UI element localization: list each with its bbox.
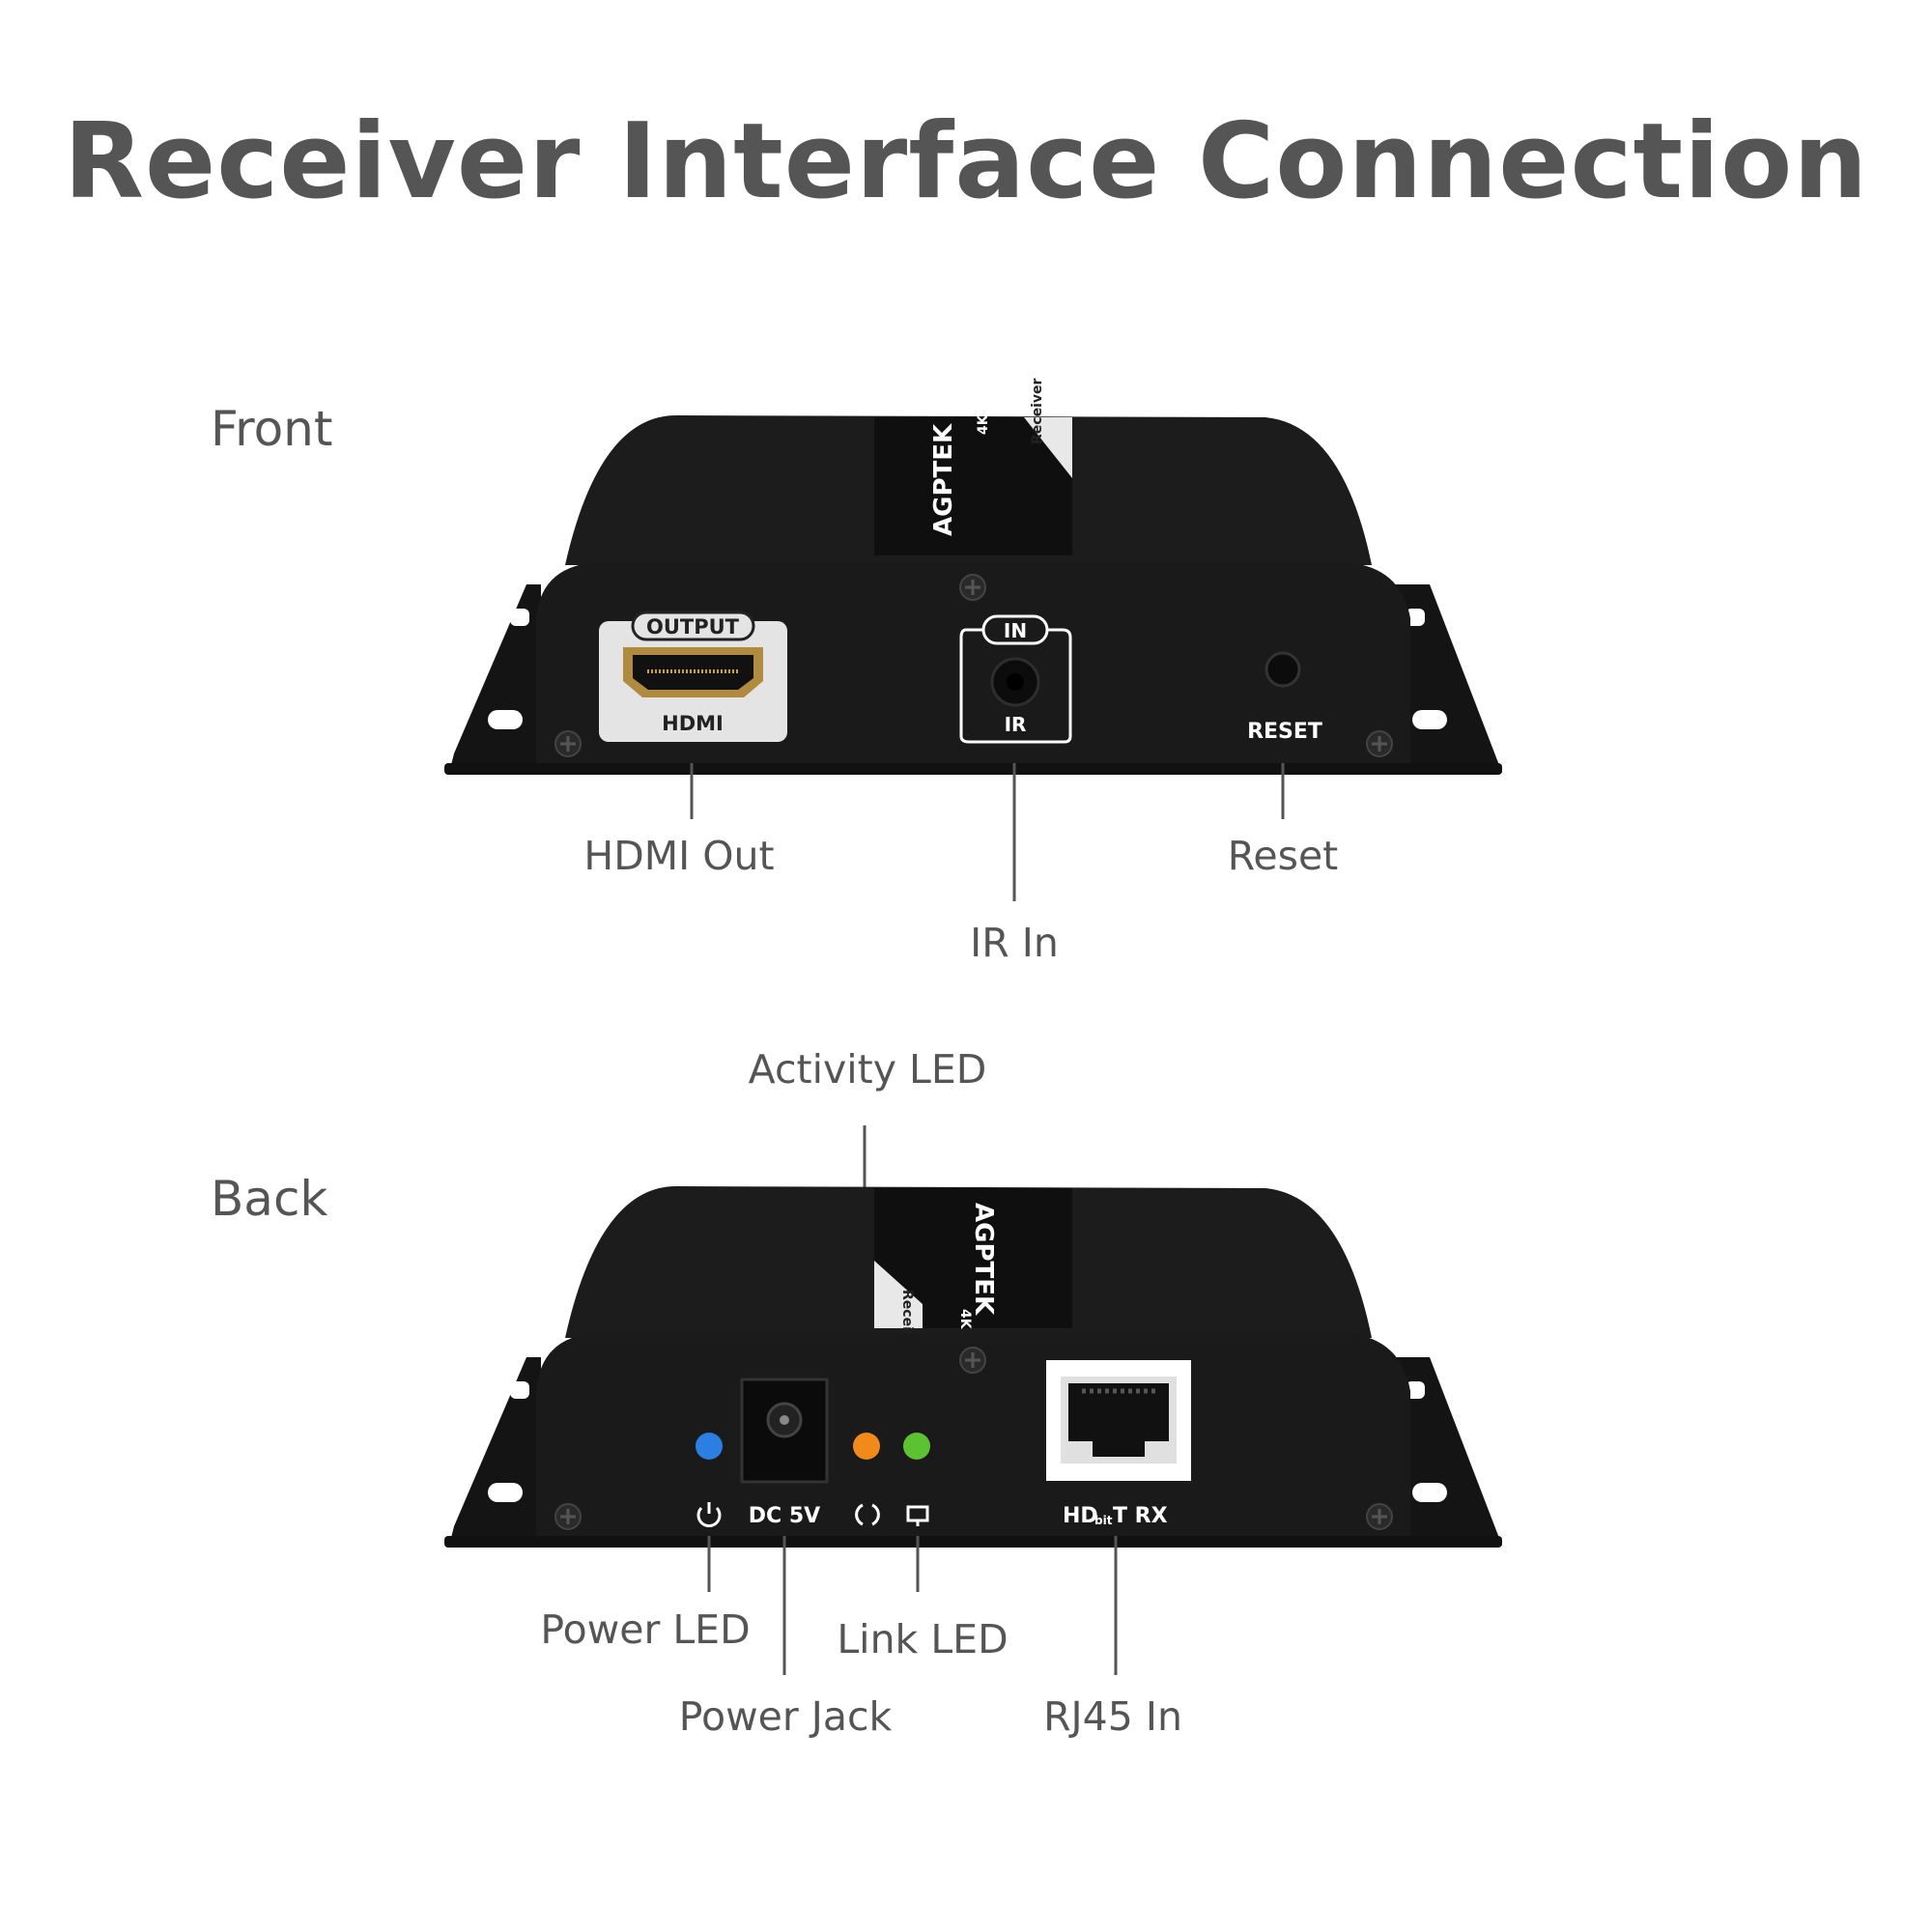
front-section-label: Front [211, 401, 333, 457]
link-led-icon [903, 1433, 930, 1460]
back-right-flange-hole-icon [1412, 1483, 1447, 1502]
front-left-flange-hole-icon [488, 710, 523, 729]
ir-port-icon [959, 614, 1072, 744]
callout-rj45-in: RJ45 In [1043, 1693, 1182, 1740]
screw-icon [1366, 1503, 1393, 1530]
dc-tag: DC 5V [749, 1504, 820, 1528]
back-device: AGPTEK Receiver 4K DC 5V HD bit T RX [444, 1125, 1502, 1675]
sync-icon [855, 1503, 880, 1526]
callout-hdmi-out: HDMI Out [583, 833, 775, 879]
rj45-port-icon [1046, 1360, 1191, 1481]
in-tag: IN [1004, 619, 1027, 642]
network-icon [906, 1505, 929, 1526]
ir-tag: IR [1005, 713, 1027, 736]
power-icon [696, 1502, 722, 1527]
callout-power-jack: Power Jack [678, 1693, 893, 1740]
callout-reset: Reset [1227, 833, 1339, 879]
hdbit-prefix: HD [1063, 1504, 1098, 1528]
front-top-text: Receiver [1030, 379, 1045, 444]
callout-activity-led: Activity LED [748, 1046, 987, 1093]
screw-icon [959, 574, 986, 601]
screw-icon [1366, 730, 1393, 757]
power-jack-icon [740, 1378, 829, 1484]
callout-ir-in: IR In [970, 920, 1059, 966]
back-left-flange-hole-icon [488, 1483, 523, 1502]
front-top-text-2: 4K [976, 413, 991, 435]
activity-led-icon [853, 1433, 880, 1460]
hdbit-sub: bit [1094, 1514, 1113, 1527]
front-device: AGPTEK Receiver 4K OUTPUT HDMI IN IR RES… [444, 379, 1502, 901]
back-top-text-2: 4K [957, 1309, 973, 1330]
page-title: Receiver Interface Connection [63, 101, 1869, 222]
front-right-flange-hole-icon [1412, 710, 1447, 729]
back-logo: AGPTEK [969, 1203, 998, 1316]
callout-power-led: Power LED [540, 1606, 751, 1653]
hdbit-suffix: T RX [1113, 1504, 1168, 1528]
power-led-icon [696, 1433, 723, 1460]
front-top-label [874, 417, 1072, 555]
screw-icon [959, 1347, 986, 1374]
reset-button-icon [1264, 651, 1301, 688]
hdmi-port-icon [599, 611, 787, 742]
reset-tag: RESET [1247, 720, 1322, 744]
hdmi-tag: HDMI [662, 712, 724, 735]
callout-link-led: Link LED [837, 1616, 1009, 1662]
front-logo: AGPTEK [929, 423, 958, 536]
back-section-label: Back [211, 1171, 328, 1227]
output-tag: OUTPUT [646, 615, 740, 639]
screw-icon [554, 1503, 582, 1530]
screw-icon [554, 730, 582, 757]
